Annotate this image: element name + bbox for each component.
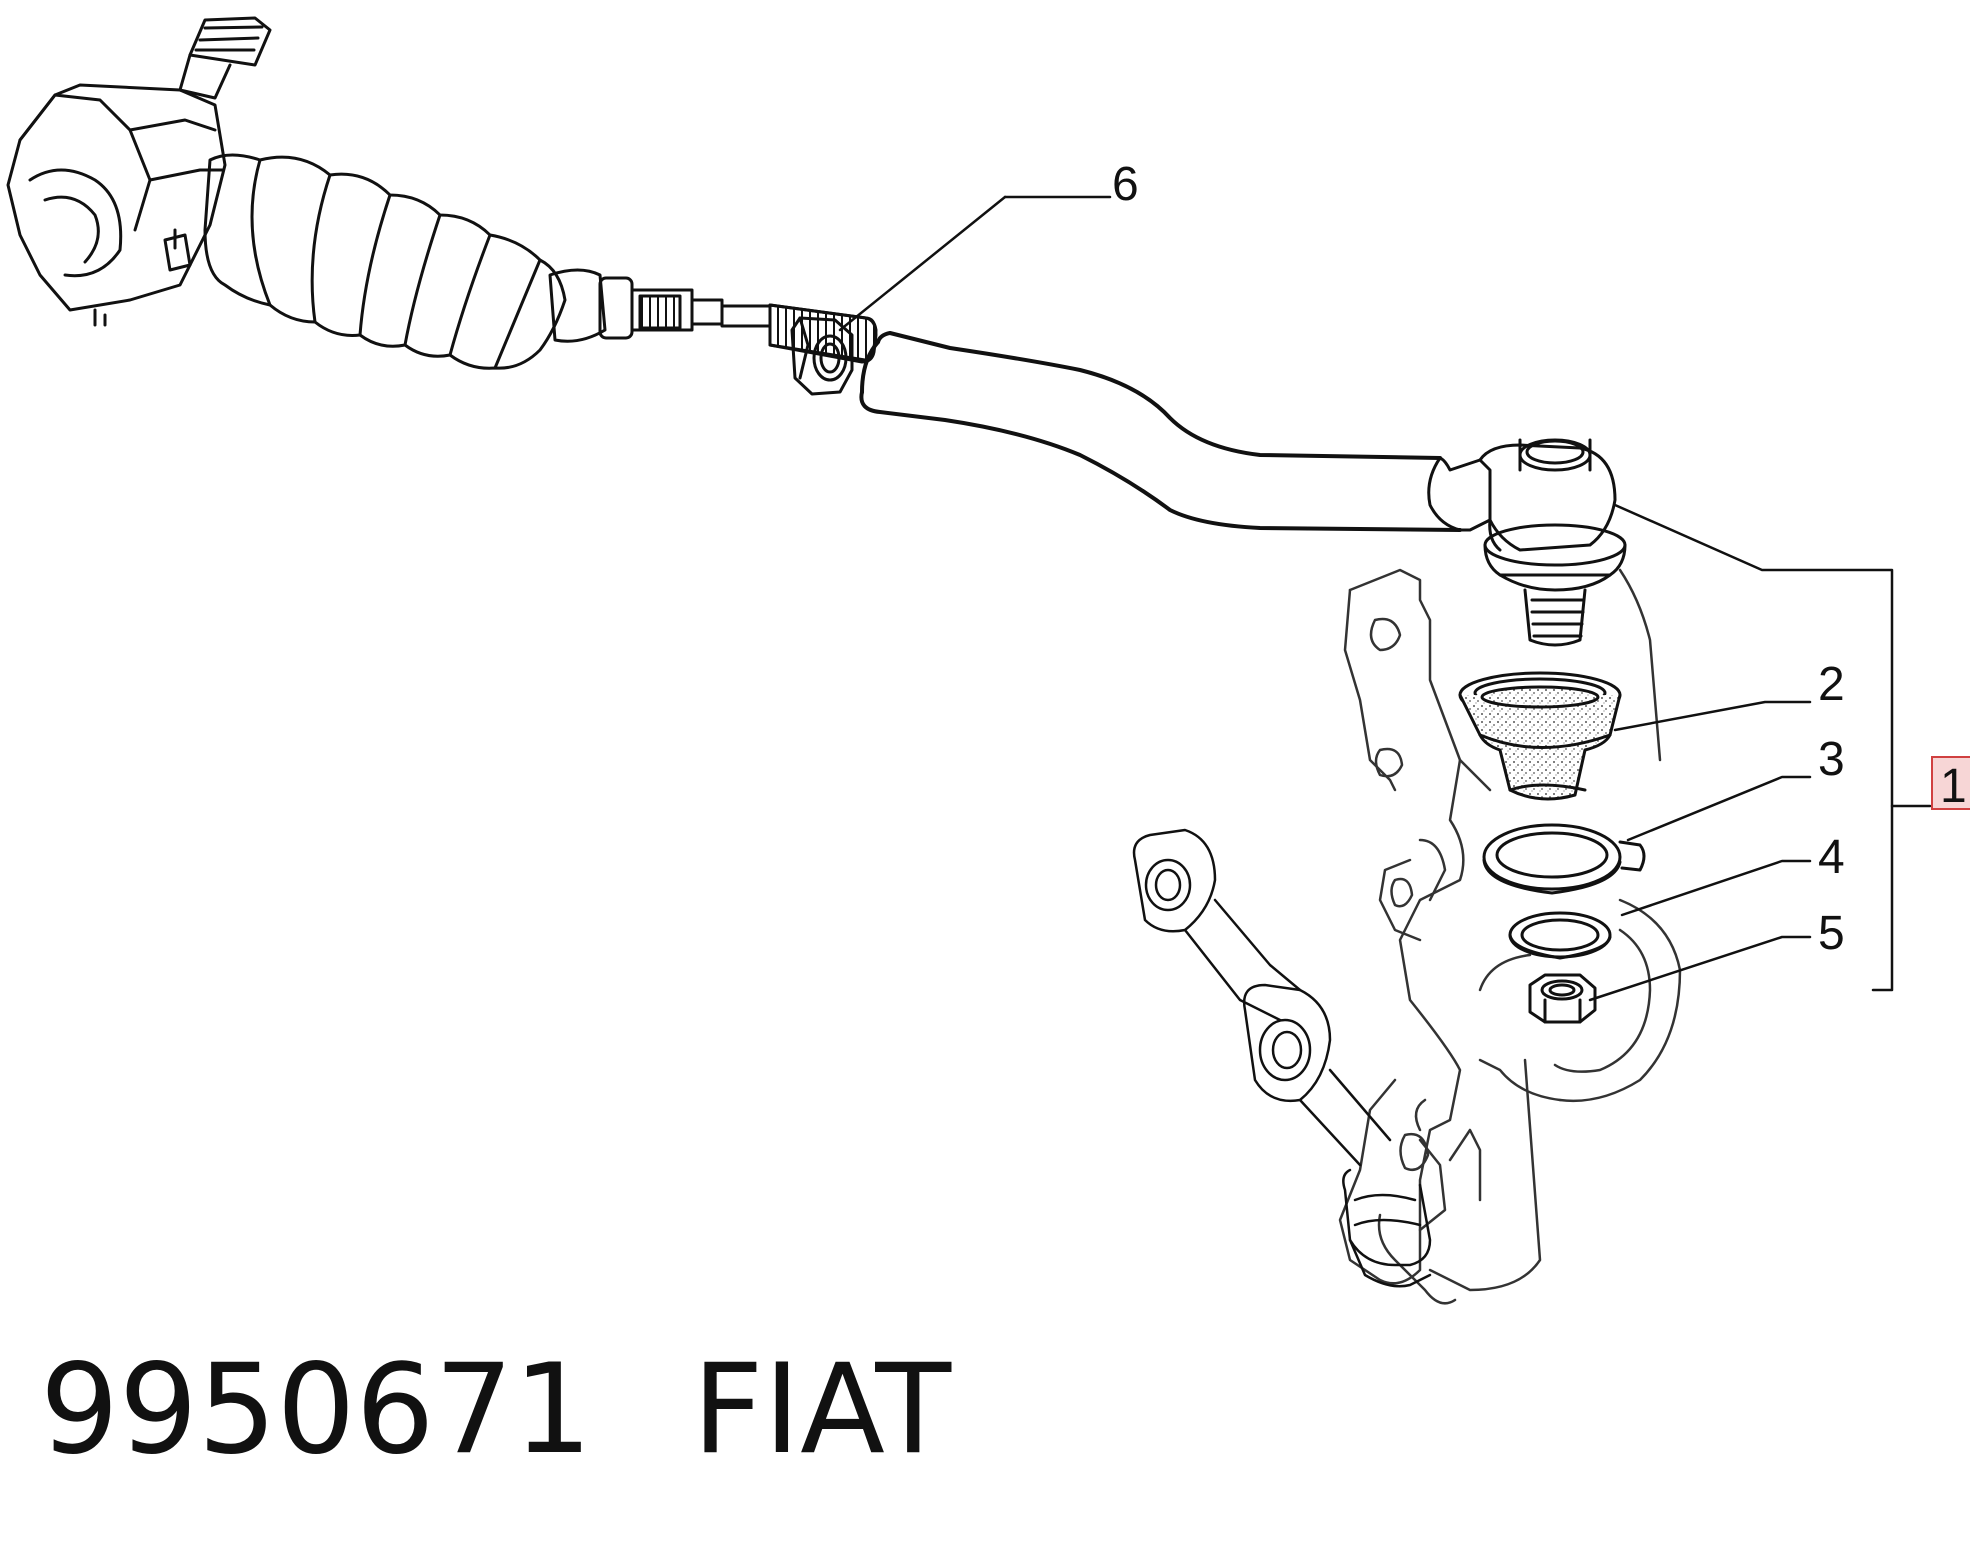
callout-6: 6 bbox=[1112, 158, 1139, 211]
callout-5: 5 bbox=[1818, 907, 1845, 960]
outer-tie-rod bbox=[859, 331, 1462, 532]
callouts: 6 2 3 4 5 1 bbox=[1112, 158, 1970, 960]
washer bbox=[1508, 911, 1612, 960]
part-number: 9950671 bbox=[40, 1338, 593, 1482]
callout-2: 2 bbox=[1818, 658, 1845, 711]
callout-4: 4 bbox=[1818, 831, 1845, 884]
steering-knuckle bbox=[1338, 568, 1682, 1305]
dust-boot bbox=[1458, 671, 1622, 801]
callout-3: 3 bbox=[1818, 733, 1845, 786]
ball-joint bbox=[1427, 438, 1627, 647]
callout-1: 1 bbox=[1940, 760, 1967, 813]
lock-nut bbox=[790, 316, 854, 396]
steering-gear-housing bbox=[6, 16, 272, 327]
steering-rack-boot bbox=[203, 153, 567, 370]
leader-lines bbox=[838, 195, 1932, 1002]
brand-name: FIAT bbox=[692, 1338, 952, 1482]
inner-tie-rod bbox=[548, 268, 779, 343]
castle-nut bbox=[1528, 973, 1597, 1024]
part-caption: 9950671 FIAT bbox=[40, 1338, 952, 1482]
steering-arm bbox=[1132, 828, 1432, 1288]
callout-1-highlight[interactable]: 1 bbox=[1931, 756, 1970, 813]
snap-ring bbox=[1482, 823, 1646, 895]
